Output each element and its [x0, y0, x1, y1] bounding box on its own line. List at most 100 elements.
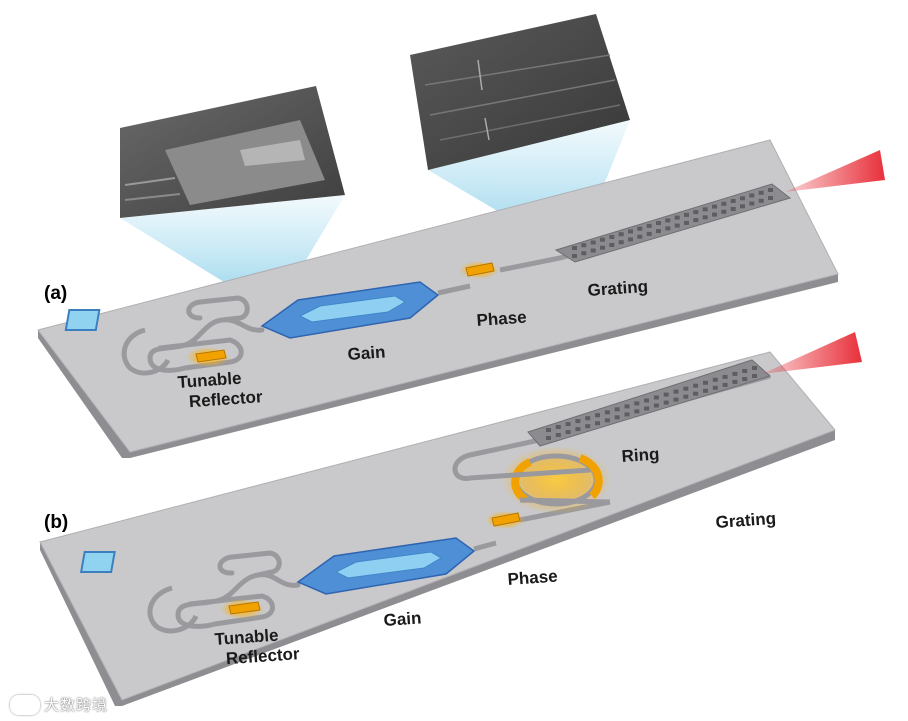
grating-tooth: [654, 404, 659, 408]
grating-tooth: [615, 407, 620, 411]
grating-tooth: [644, 407, 649, 411]
grating-tooth: [546, 428, 551, 432]
grating-tooth: [683, 387, 688, 391]
grating-tooth: [723, 383, 728, 387]
grating-tooth: [674, 390, 679, 394]
ring-label-b: Ring: [621, 444, 660, 466]
grating-tooth: [742, 377, 747, 381]
grating-tooth: [675, 216, 680, 220]
grating-tooth: [665, 226, 670, 230]
grating-tooth: [644, 399, 649, 403]
grating-tooth: [546, 436, 551, 440]
grating-tooth: [637, 235, 642, 239]
grating-tooth: [752, 374, 757, 378]
reflector-pad-b: [81, 552, 115, 572]
grating-tooth: [656, 229, 661, 233]
grating-tooth: [575, 419, 580, 423]
grating-tooth: [703, 381, 708, 385]
grating-tooth: [605, 418, 610, 422]
panel-label-a: (a): [44, 283, 67, 304]
grating-tooth: [591, 241, 596, 245]
reflector-pad-a: [66, 310, 100, 330]
grating-tooth: [575, 427, 580, 431]
phase-label-b: Phase: [507, 567, 558, 589]
grating-tooth: [566, 422, 571, 426]
panel-label-b: (b): [44, 512, 68, 533]
grating-tooth: [703, 207, 708, 211]
grating-tooth: [664, 393, 669, 397]
grating-tooth: [732, 380, 737, 384]
grating-tooth: [732, 372, 737, 376]
grating-tooth: [683, 395, 688, 399]
grating-tooth: [752, 366, 757, 370]
sem-image-left: [120, 86, 345, 218]
grating-tooth: [619, 240, 624, 244]
grating-tooth: [684, 221, 689, 225]
grating-tooth: [625, 404, 630, 408]
grating-tooth: [634, 409, 639, 413]
grating-tooth: [654, 396, 659, 400]
grating-tooth: [595, 413, 600, 417]
grating-tooth: [665, 218, 670, 222]
watermark-text: 大数跨境: [44, 696, 108, 714]
grating-tooth: [600, 246, 605, 250]
grating-tooth: [749, 202, 754, 206]
output-beam-b: [762, 332, 862, 374]
grating-tooth: [713, 378, 718, 382]
reflector-label-b-line2: Reflector: [225, 644, 300, 668]
grating-tooth: [619, 232, 624, 236]
grating-tooth: [768, 188, 773, 192]
grating-tooth: [721, 202, 726, 206]
grating-tooth: [585, 416, 590, 420]
grating-tooth: [628, 237, 633, 241]
grating-tooth: [625, 412, 630, 416]
grating-tooth: [556, 433, 561, 437]
grating-tooth: [609, 235, 614, 239]
grating-tooth: [703, 215, 708, 219]
grating-tooth: [712, 213, 717, 217]
watermark-logo-icon: [10, 695, 40, 715]
grating-tooth: [572, 254, 577, 258]
grating-tooth: [595, 421, 600, 425]
grating-tooth: [712, 205, 717, 209]
grating-tooth: [684, 213, 689, 217]
grating-tooth: [581, 251, 586, 255]
grating-tooth: [572, 246, 577, 250]
grating-tooth: [609, 243, 614, 247]
grating-tooth: [693, 392, 698, 396]
phase-label-a: Phase: [476, 308, 527, 330]
watermark: 大数跨境: [10, 694, 108, 716]
grating-tooth: [703, 389, 708, 393]
grating-tooth: [656, 221, 661, 225]
grating-tooth: [600, 238, 605, 242]
grating-tooth: [675, 224, 680, 228]
grating-tooth: [759, 199, 764, 203]
grating-tooth: [723, 375, 728, 379]
grating-tooth: [713, 386, 718, 390]
grating-tooth: [749, 194, 754, 198]
grating-tooth: [581, 243, 586, 247]
grating-tooth: [742, 369, 747, 373]
grating-tooth: [664, 401, 669, 405]
grating-tooth: [647, 224, 652, 228]
gain-label-b: Gain: [383, 608, 422, 630]
grating-tooth: [585, 424, 590, 428]
grating-tooth: [759, 191, 764, 195]
grating-tooth: [647, 232, 652, 236]
grating-tooth: [740, 204, 745, 208]
grating-tooth: [628, 229, 633, 233]
grating-tooth: [615, 415, 620, 419]
grating-tooth: [721, 210, 726, 214]
grating-tooth: [731, 207, 736, 211]
gain-label-a: Gain: [347, 342, 386, 364]
grating-tooth: [731, 199, 736, 203]
grating-tooth: [634, 401, 639, 405]
grating-tooth: [674, 398, 679, 402]
grating-tooth: [693, 384, 698, 388]
grating-tooth: [566, 430, 571, 434]
grating-tooth: [768, 196, 773, 200]
grating-tooth: [693, 210, 698, 214]
grating-tooth: [591, 249, 596, 253]
grating-label-b: Grating: [715, 509, 777, 532]
